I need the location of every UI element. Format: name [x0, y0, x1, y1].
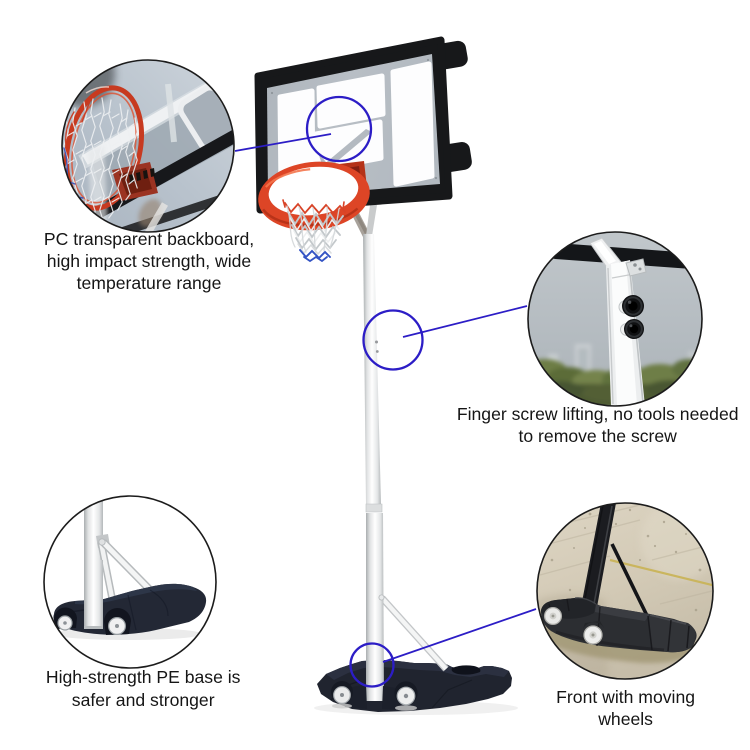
caption-line: Front with moving [556, 686, 696, 707]
caption-screw: Finger screw lifting, no tools needed to… [428, 403, 750, 447]
yellow-road-line [609, 558, 713, 588]
rim-and-net [258, 161, 370, 263]
caption-line: High-strength PE base is [45, 667, 241, 687]
base-handle-recess [451, 665, 481, 675]
annotation-line-screw [402, 305, 528, 338]
caption-line: Finger screw lifting, no tools needed [456, 404, 739, 424]
caption-wheels: Front with moving wheels [526, 686, 726, 730]
inset-base-photo [43, 495, 217, 669]
net [282, 199, 346, 263]
annotation-ring-backboard [305, 95, 373, 163]
rim [258, 161, 370, 231]
inset-border [527, 231, 703, 407]
pole-joint [365, 503, 383, 513]
main-product-photo [254, 36, 518, 715]
inset-backboard-photo [61, 59, 235, 233]
annotation-line-backboard [234, 133, 332, 152]
support-strut [379, 595, 449, 672]
caption-line: safer and stronger [71, 690, 215, 710]
annotation-line-base [382, 608, 537, 663]
backboard [254, 36, 472, 214]
annotations [234, 95, 537, 688]
caption-line: wheels [598, 708, 653, 729]
main-wheels [331, 681, 418, 711]
annotation-ring-pole [362, 309, 424, 371]
inset-border [536, 502, 714, 680]
inset-black-base [541, 597, 697, 653]
pole [347, 205, 385, 701]
inset-screw-photo [527, 231, 703, 407]
inset-board-edge [548, 243, 702, 270]
pole-y-arm-right [366, 205, 377, 236]
inset-wheels [53, 607, 131, 635]
caption-backboard: PC transparent backboard, high impact st… [0, 228, 309, 294]
caption-line: temperature range [76, 272, 222, 293]
inset-border [43, 495, 217, 669]
finger-screws [618, 295, 644, 339]
inset-wheels-photo [536, 502, 714, 680]
inset-border [61, 59, 235, 233]
caption-line: high impact strength, wide [46, 250, 252, 271]
caption-base: High-strength PE base is safer and stron… [23, 666, 263, 712]
caption-line: to remove the screw [518, 426, 677, 446]
annotation-ring-base [349, 642, 395, 688]
inset-pole-bracket [625, 258, 647, 277]
caption-line: PC transparent backboard, [43, 228, 255, 249]
inset-front-wheels [543, 601, 604, 645]
